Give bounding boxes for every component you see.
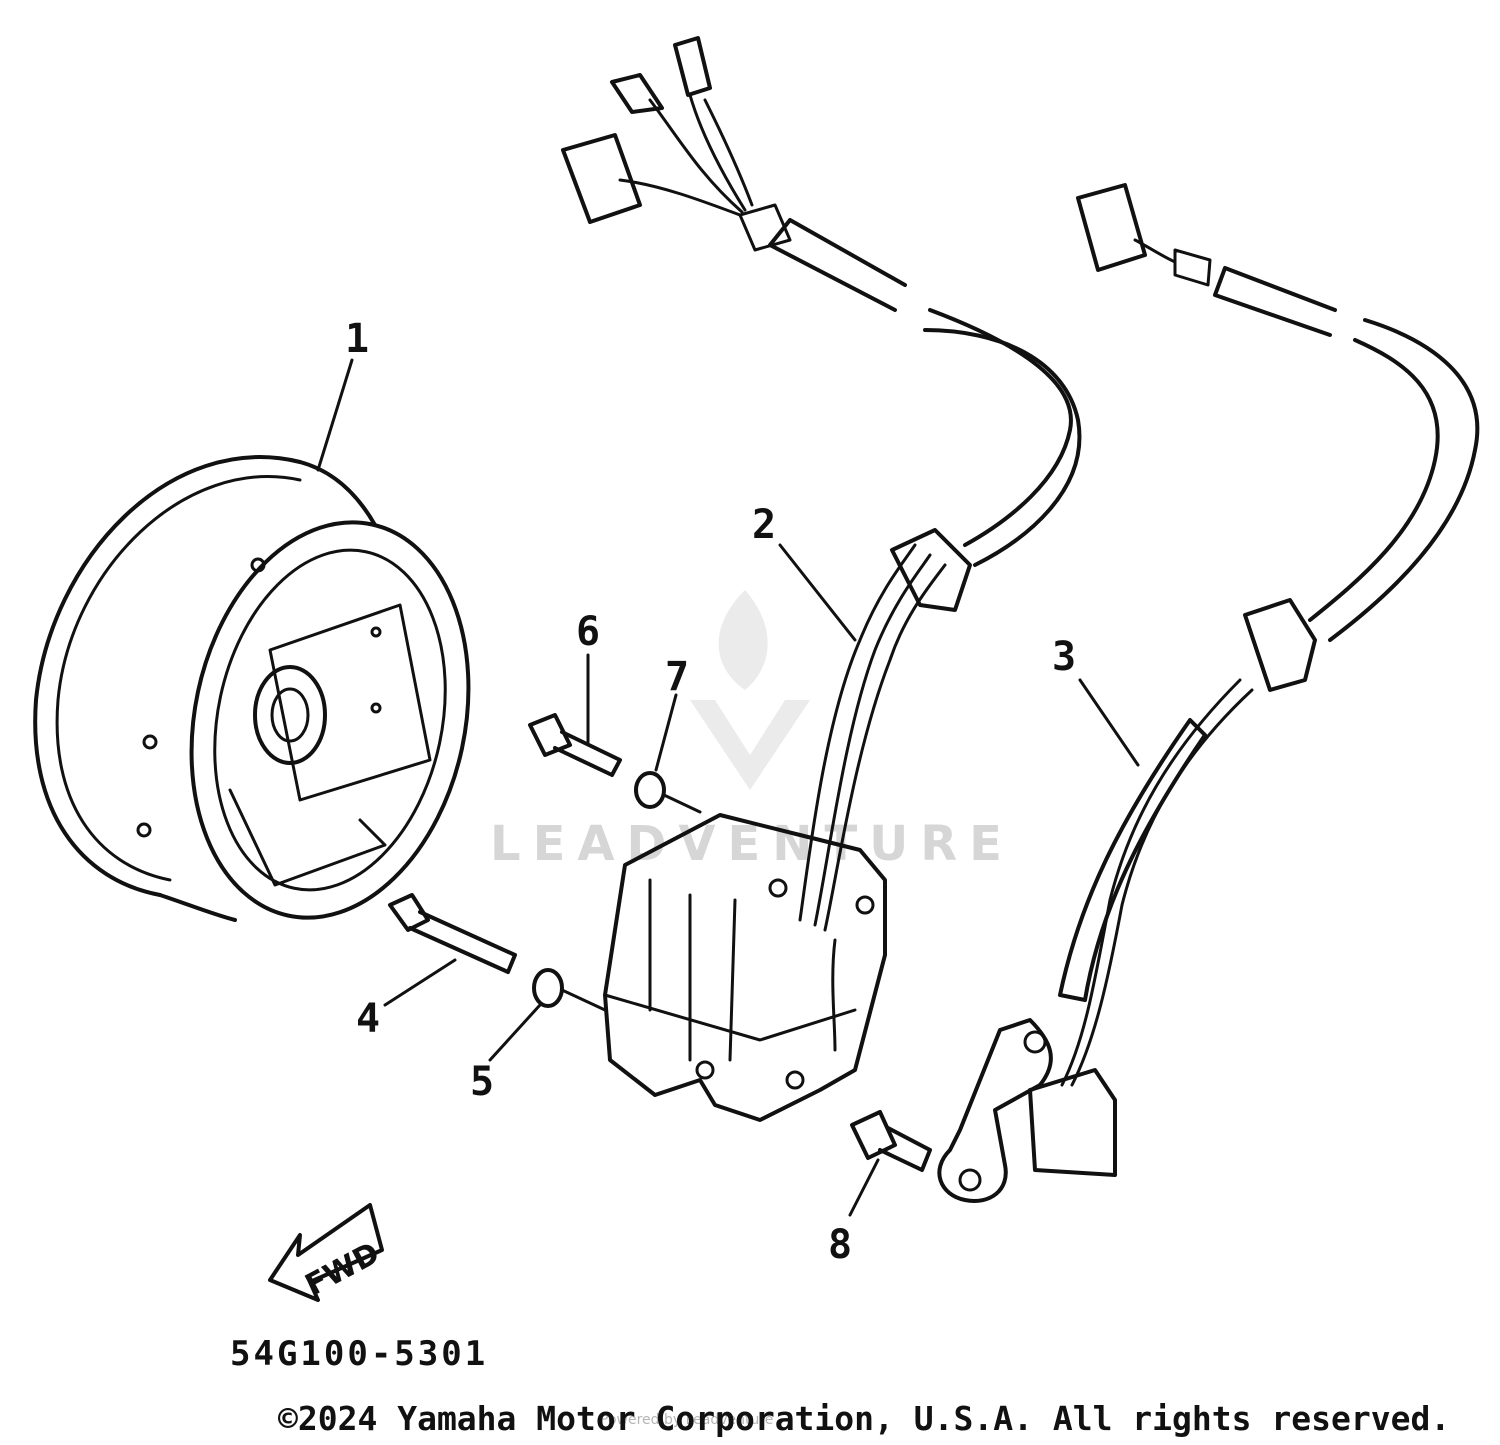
flywheel-magnet-block (268, 603, 432, 802)
callout-4: 4 (356, 996, 380, 1042)
copyright-notice: ©2024 Yamaha Motor Corporation, U.S.A. A… (278, 1399, 1450, 1438)
stator-bullet-terminal (673, 36, 712, 97)
callout-3: 3 (1052, 634, 1076, 680)
flywheel-rim-inner (55, 475, 302, 882)
stator-grommet (890, 528, 972, 612)
pulser-bracket-hole (958, 1168, 982, 1192)
callout-5: 5 (470, 1059, 494, 1105)
flywheel-rotor (33, 455, 471, 922)
callout-8: 8 (828, 1222, 852, 1268)
stator-coil-body (603, 813, 887, 1122)
stator-bullet-terminal (610, 73, 664, 114)
pulser-grommet (1243, 598, 1317, 692)
pulser-harness-sleeve-upper (1213, 266, 1337, 337)
watermark: LEADVENTURE Powered by Leadventure (490, 590, 1014, 1428)
leader-line-4 (383, 958, 457, 1007)
forward-arrow-shape (268, 1203, 384, 1302)
flywheel-rim-top (298, 460, 377, 527)
flywheel-rim-bottom (158, 893, 237, 922)
callout-1: 1 (345, 316, 369, 362)
leader-lines (316, 358, 1140, 1217)
washer-upper-ring (634, 771, 666, 809)
flywheel-rivet (370, 702, 382, 714)
pulser-coil-body (1028, 1068, 1117, 1177)
flywheel-rivet (136, 822, 152, 838)
stator-harness-lead (703, 98, 754, 207)
leader-line-1 (316, 358, 354, 472)
flywheel-magnet-lower (228, 788, 387, 887)
leader-line-5 (488, 1003, 542, 1062)
flywheel-hub (253, 665, 327, 765)
callout-2: 2 (752, 502, 776, 548)
pulser-harness-sleeve (1308, 338, 1440, 622)
reference-code: 54G100-5301 (230, 1334, 488, 1374)
stator-connector (561, 133, 642, 224)
stator-mount-hole (855, 895, 875, 915)
stator-harness-lead (688, 93, 747, 212)
leader-line-7 (654, 693, 678, 772)
pulser-wire (1060, 678, 1242, 1087)
stator-harness-sleeve-upper (768, 218, 907, 312)
stator-harness-sleeve (923, 328, 1082, 567)
pulser-harness-lead (1133, 238, 1177, 264)
stator-harness-tape (738, 203, 792, 252)
leader-line-3 (1078, 678, 1140, 767)
stator-wire (823, 563, 947, 932)
callouts: 1 2 3 4 5 6 7 8 (345, 316, 1076, 1268)
watermark-small-text: Powered by Leadventure (600, 1412, 773, 1428)
pulser-harness-tape (1173, 248, 1212, 287)
stator-mount-hole (695, 1060, 715, 1080)
washer-lower-ring (532, 968, 564, 1008)
washer-upper-leader (662, 793, 702, 814)
leader-line-8 (848, 1158, 880, 1217)
flywheel-rivet (370, 626, 382, 638)
flywheel-rivet (142, 734, 158, 750)
pulser-wire (1070, 688, 1254, 1087)
screw-pulser-head (850, 1110, 897, 1160)
bolt-long-shank (408, 910, 517, 974)
washer-upper (634, 771, 702, 814)
callout-6: 6 (576, 609, 600, 655)
screw-pulser-shank (878, 1126, 932, 1172)
pulser-bracket-hole (1023, 1030, 1047, 1054)
leader-line-2 (778, 543, 857, 642)
washer-lower-leader (560, 988, 607, 1012)
pulser-coil-assembly (937, 183, 1480, 1203)
stator-wire (798, 543, 917, 922)
flywheel-face-inner (213, 548, 447, 892)
forward-arrow: FWD (268, 1203, 385, 1303)
flywheel-outer-rim (33, 455, 302, 897)
stator-coil-assembly (561, 36, 1082, 1122)
stator-wire (813, 553, 932, 927)
bolt-short-head (528, 713, 572, 757)
flywheel-face (189, 520, 471, 920)
stator-mount-hole (785, 1070, 805, 1090)
watermark-text: LEADVENTURE (490, 816, 1014, 872)
stator-coil-windings (648, 878, 737, 1062)
stator-wire (831, 938, 837, 1052)
pulser-wire-sleeve (1058, 718, 1207, 1002)
bolt-short (528, 713, 622, 777)
washer-lower (532, 968, 607, 1012)
screw-pulser (850, 1110, 932, 1172)
pulser-harness-sleeve (1328, 318, 1480, 642)
bolt-long (388, 893, 517, 974)
stator-harness-lead (648, 98, 744, 214)
bolt-short-shank (553, 730, 622, 777)
flywheel-hub-bore (270, 687, 310, 743)
pulser-connector (1076, 183, 1147, 272)
pulser-bracket (937, 1018, 1053, 1203)
callout-7: 7 (665, 654, 689, 700)
bolt-long-head (388, 893, 430, 932)
stator-mount-hole (768, 878, 788, 898)
watermark-flame-logo (690, 590, 810, 790)
flywheel-rivet (250, 557, 266, 573)
stator-coil-seam (603, 993, 857, 1042)
